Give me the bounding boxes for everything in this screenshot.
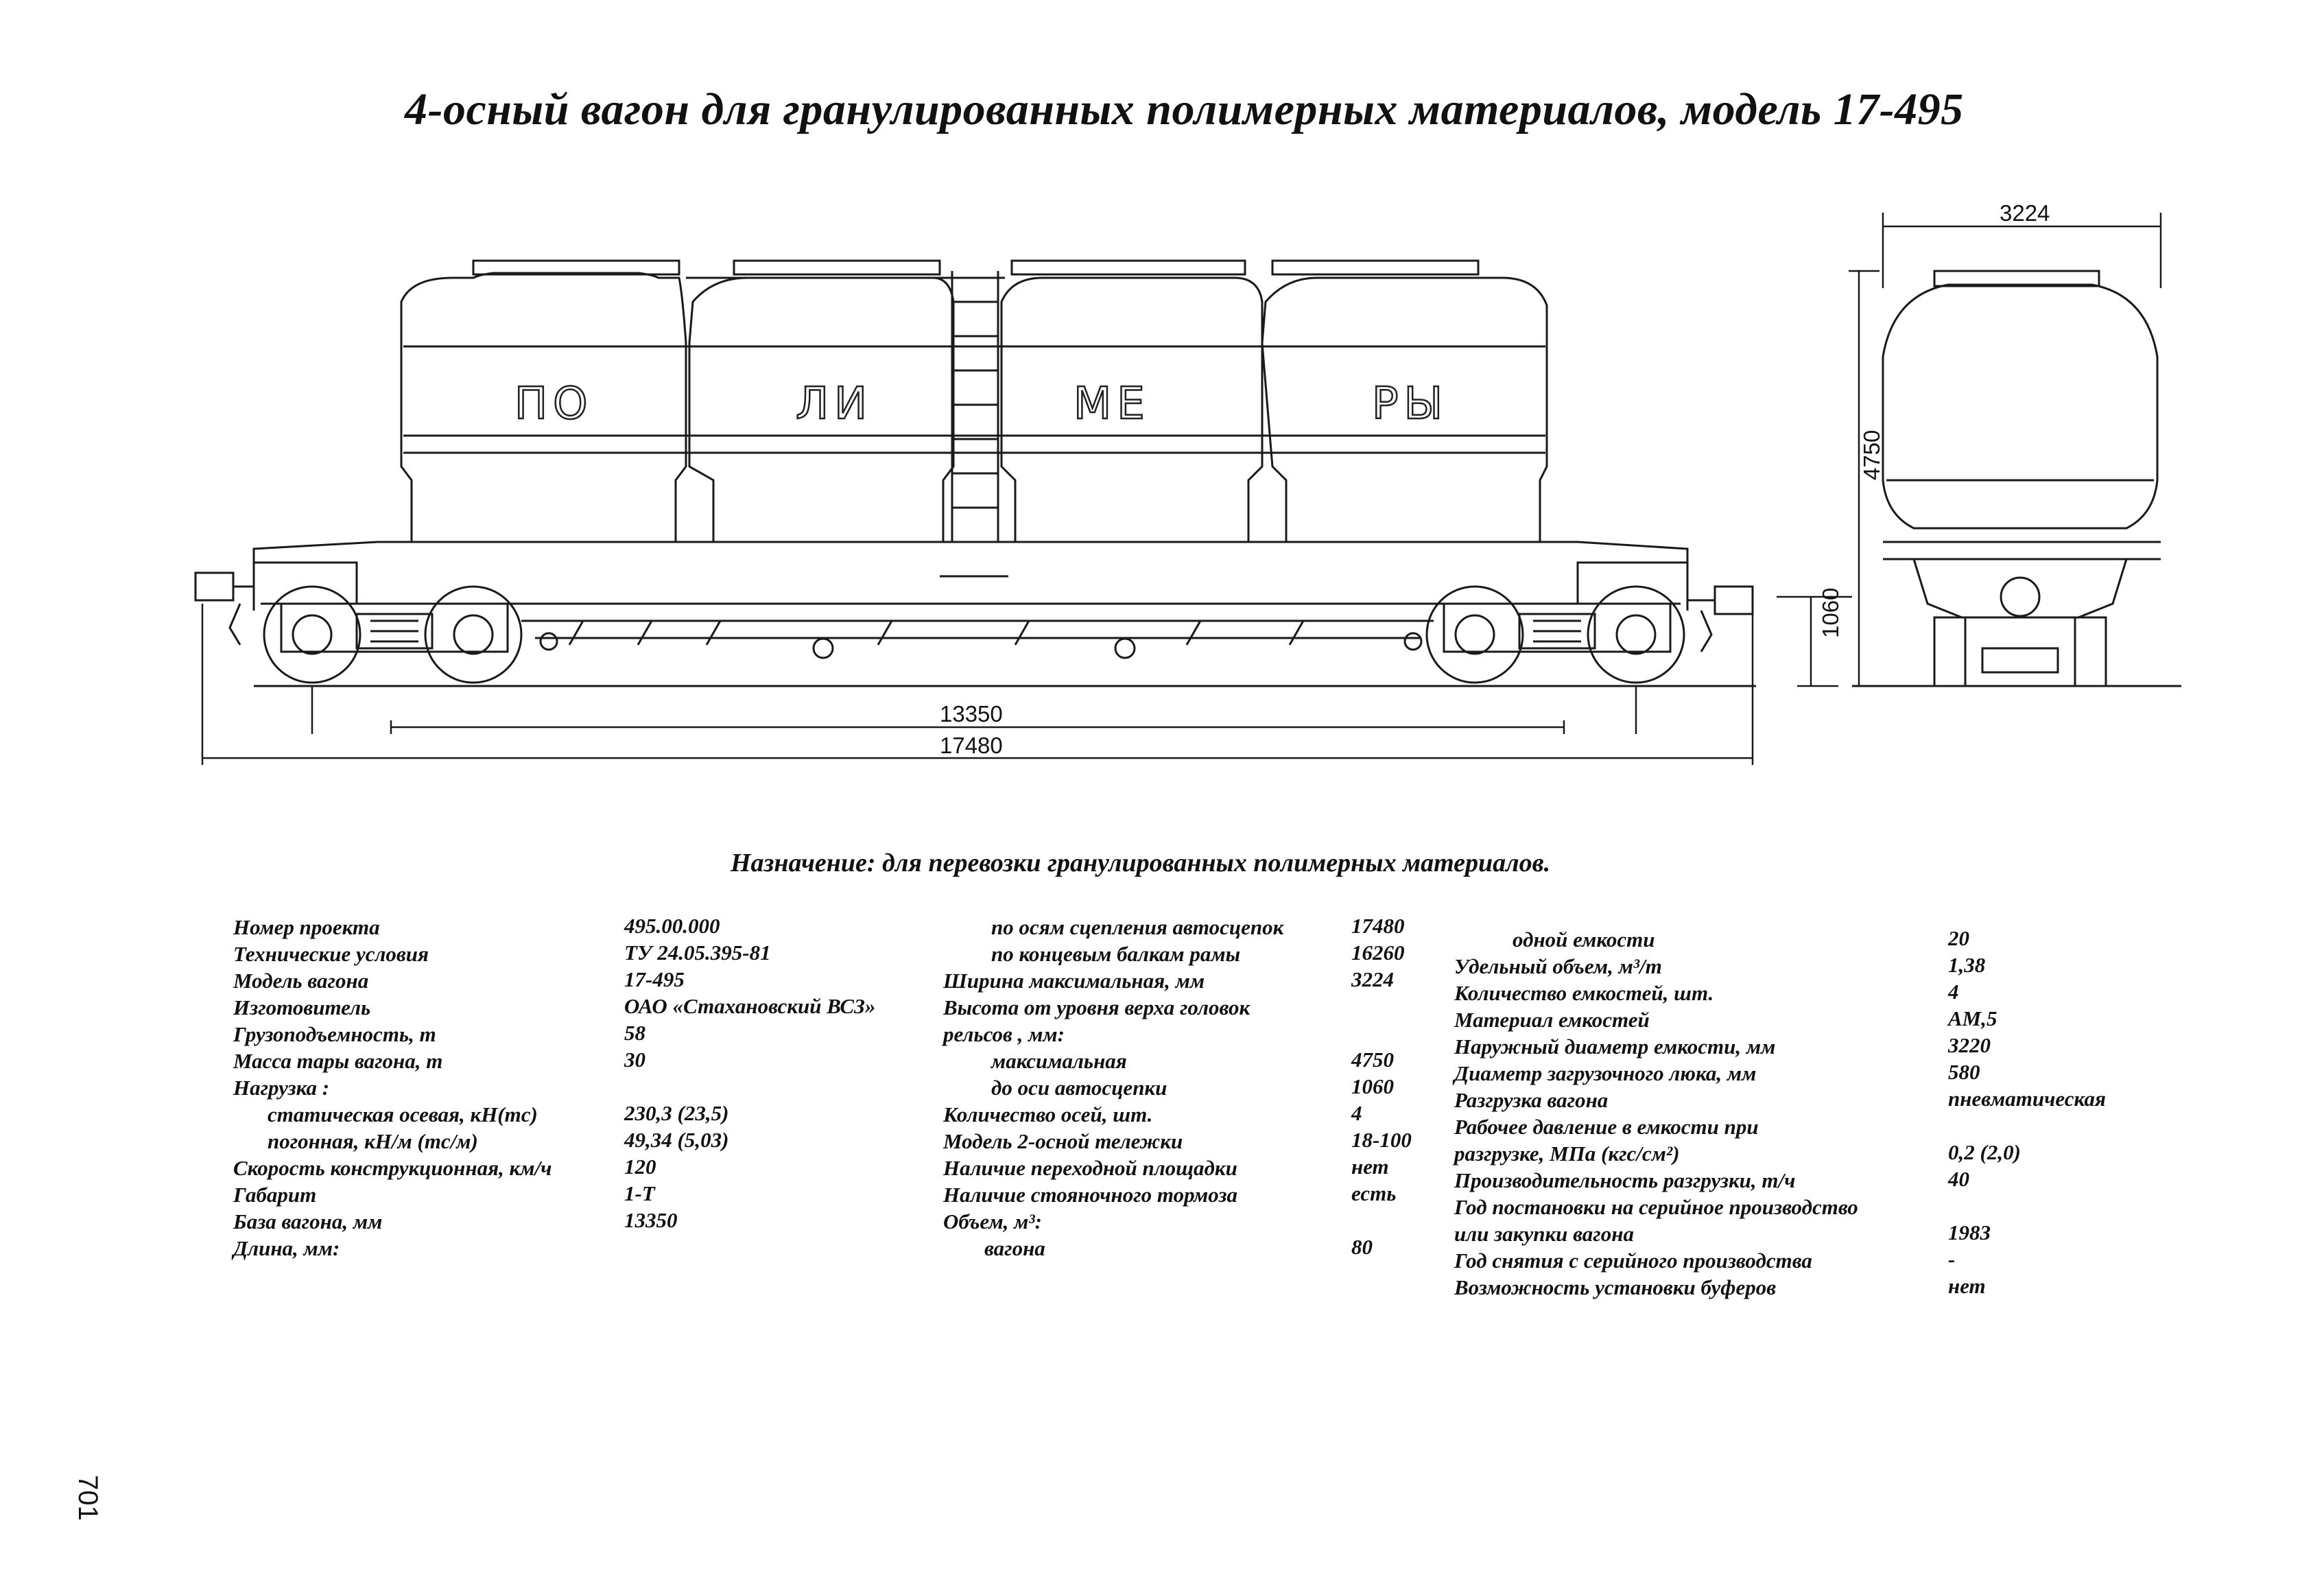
spec-label: Производительность разгрузки, т/ч: [1454, 1168, 1796, 1192]
tank-lettering: ПО ЛИ МЕ РЫ: [514, 378, 1448, 431]
spec-value: пневматическая: [1948, 1087, 2106, 1111]
spec-label: погонная, кН/м (тс/м): [268, 1129, 478, 1153]
spec-label: максимальная: [991, 1049, 1127, 1073]
spec-label: Номер проекта: [233, 915, 380, 939]
spec-label: Количество осей, шт.: [943, 1102, 1153, 1126]
spec-value: 1060: [1351, 1074, 1394, 1098]
spec-value: 18-100: [1351, 1128, 1412, 1152]
spec-value: 120: [624, 1155, 656, 1179]
hopper-tanks: [400, 259, 1548, 543]
spec-value: 4: [1351, 1101, 1362, 1125]
spec-value: 80: [1351, 1235, 1373, 1259]
spec-label: Ширина максимальная, мм: [943, 969, 1205, 993]
spec-value: 230,3 (23,5): [624, 1101, 729, 1125]
spec-value: 4: [1948, 980, 1959, 1004]
spec-value: АМ,5: [1948, 1006, 1997, 1030]
spec-label: Изготовитель: [233, 995, 371, 1019]
end-view: [1852, 270, 2181, 687]
spec-value: 17-495: [624, 967, 685, 991]
spec-label: Длина, мм:: [233, 1236, 340, 1260]
tank-label-2: ЛИ: [796, 379, 873, 429]
dim-width: 3224: [2000, 200, 2050, 226]
underframe-piping: [521, 619, 1434, 659]
spec-value: 0,2 (2,0): [1948, 1140, 2021, 1164]
spec-value: 3220: [1948, 1033, 1991, 1057]
spec-value: 58: [624, 1021, 645, 1045]
spec-label: Материал емкостей: [1454, 1008, 1650, 1032]
spec-value: нет: [1351, 1155, 1389, 1179]
spec-label: Рабочее давление в емкости при: [1454, 1115, 1759, 1139]
spec-value: ТУ 24.05.395-81: [624, 941, 771, 965]
spec-label: Количество емкостей, шт.: [1454, 981, 1714, 1005]
spec-label: статическая осевая, кН(тс): [268, 1102, 538, 1126]
spec-value: 580: [1948, 1060, 1980, 1084]
spec-label: рельсов , мм:: [943, 1022, 1065, 1046]
spec-label: вагона: [984, 1236, 1045, 1260]
spec-value: 1,38: [1948, 953, 1986, 977]
spec-value: нет: [1948, 1274, 1986, 1298]
spec-label: по концевым балкам рамы: [991, 942, 1241, 966]
end-dimensions: [1849, 213, 2162, 686]
spec-value: 1983: [1948, 1220, 1991, 1244]
spec-label: Модель 2-осной тележки: [943, 1129, 1183, 1153]
dim-length: 17480: [940, 733, 1003, 758]
spec-label: Грузоподъемность, т: [233, 1022, 436, 1046]
spec-value: 16260: [1351, 941, 1405, 965]
spec-value: есть: [1351, 1181, 1397, 1205]
spec-value: 49,34 (5,03): [624, 1128, 729, 1152]
tank-label-4: РЫ: [1372, 379, 1448, 429]
spec-column-left: Номер проекта 495.00.000 Технические усло…: [233, 914, 919, 1271]
spec-value: 17480: [1351, 914, 1405, 938]
spec-label: одной емкости: [1513, 928, 1655, 952]
spec-label: Габарит: [233, 1183, 317, 1207]
spec-label: Наружный диаметр емкости, мм: [1454, 1035, 1776, 1059]
tank-label-3: МЕ: [1074, 379, 1150, 429]
spec-label: Возможность установки буферов: [1454, 1275, 1777, 1299]
purpose-line: Назначение: для перевозки гранулированны…: [731, 849, 1551, 877]
dim-height: 4750: [1859, 430, 1884, 480]
spec-value: 1-Т: [624, 1181, 655, 1205]
tank-label-1: ПО: [514, 379, 593, 429]
spec-label: Нагрузка :: [233, 1076, 330, 1100]
spec-label: Разгрузка вагона: [1454, 1088, 1609, 1112]
spec-label: Наличие переходной площадки: [943, 1156, 1237, 1180]
spec-value: 13350: [624, 1208, 678, 1232]
spec-label: Удельный объем, м³/т: [1454, 954, 1662, 978]
spec-label: Масса тары вагона, т: [233, 1049, 443, 1073]
spec-value: 20: [1948, 926, 1969, 950]
spec-value: 3224: [1351, 967, 1394, 991]
dim-coupler-height: 1060: [1818, 588, 1843, 638]
wagon-frame: [252, 541, 1689, 611]
side-dimensions: [201, 595, 1852, 765]
couplers: [194, 571, 1754, 652]
bogie-left: [263, 585, 523, 684]
spec-column-right: одной емкости 20 Удельный объем, м³/т 1,38…: [1454, 926, 2140, 1310]
dim-base: 13350: [940, 701, 1003, 726]
spec-label: Год снятия с серийного производства: [1454, 1249, 1812, 1273]
spec-label: Год постановки на серийное производство: [1454, 1195, 1858, 1219]
spec-label: разгрузке, МПа (кгс/см²): [1454, 1142, 1680, 1166]
spec-label: по осям сцепления автосцепок: [991, 915, 1284, 939]
wagon-drawing: ПО ЛИ МЕ РЫ 13350 17480 1060: [194, 200, 2181, 765]
spec-label: до оси автосцепки: [991, 1076, 1167, 1100]
spec-label: Объем, м³:: [943, 1209, 1042, 1233]
spec-label: или закупки вагона: [1454, 1222, 1634, 1246]
bogie-right: [1425, 585, 1685, 684]
spec-label: Технические условия: [233, 942, 429, 966]
spec-column-middle: по осям сцепления автосцепок 17480 по кон…: [943, 914, 1465, 1271]
spec-label: Высота от уровня верха головок: [943, 995, 1250, 1019]
spec-value: 495.00.000: [624, 914, 720, 938]
spec-label: Скорость конструкционная, км/ч: [233, 1156, 552, 1180]
spec-value: -: [1948, 1247, 1956, 1271]
spec-label: Модель вагона: [233, 969, 369, 993]
spec-label: Диаметр загрузочного люка, мм: [1454, 1061, 1757, 1085]
spec-value: ОАО «Стахановский ВСЗ»: [624, 994, 876, 1018]
spec-label: Наличие стояночного тормоза: [943, 1183, 1237, 1207]
spec-label: База вагона, мм: [233, 1209, 383, 1233]
spec-value: 4750: [1351, 1048, 1394, 1072]
page-number: 701: [73, 1475, 103, 1521]
spec-value: 40: [1948, 1167, 1969, 1191]
page-title: 4-осный вагон для гранулированных полиме…: [405, 84, 1964, 134]
spec-value: 30: [624, 1048, 645, 1072]
